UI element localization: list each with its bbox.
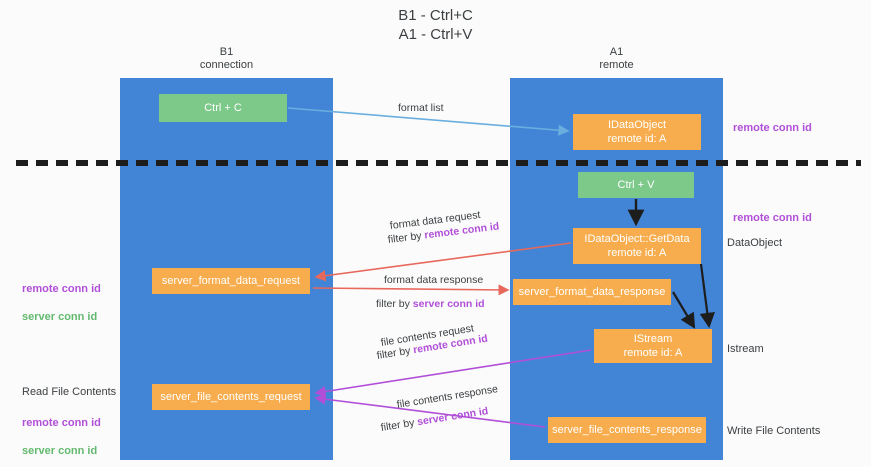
node-idataobject-getdata[interactable]: IDataObject::GetData remote id: A — [573, 228, 701, 264]
label-remote-conn-id-mid: remote conn id — [733, 212, 812, 224]
lane-header-a1: A1 remote — [599, 46, 634, 71]
node-istream[interactable]: IStream remote id: A — [594, 329, 712, 363]
label-istream: Istream — [727, 343, 764, 355]
filter-prefix: filter by — [376, 298, 413, 310]
node-server-file-contents-response[interactable]: server_file_contents_response — [548, 417, 706, 443]
node-server-format-data-request[interactable]: server_format_data_request — [152, 268, 310, 294]
filter-value: server conn id — [412, 298, 485, 310]
label-conn-ids-upper: remote conn id server conn id — [22, 268, 101, 338]
label-write-file-contents: Write File Contents — [727, 425, 821, 437]
filter-value: server conn id — [416, 405, 490, 429]
flow-caption-format-data-response: format data response — [384, 274, 484, 286]
phase-divider — [16, 160, 861, 166]
label-dataobject: DataObject — [727, 237, 783, 249]
node-server-format-data-response[interactable]: server_format_data_response — [513, 279, 671, 305]
flow-filter-format-data-response: filter by server conn id — [376, 297, 485, 312]
filter-prefix: filter by — [379, 416, 419, 434]
node-idataobject[interactable]: IDataObject remote id: A — [573, 114, 701, 150]
label-remote-conn-id-top: remote conn id — [733, 122, 812, 134]
label-remote-conn-id-upper: remote conn id — [22, 283, 101, 295]
label-server-conn-id-lower: server conn id — [22, 445, 98, 457]
node-server-file-contents-request[interactable]: server_file_contents_request — [152, 384, 310, 410]
flow-filter-file-contents-response: filter by server conn id — [380, 404, 490, 436]
node-ctrl-v[interactable]: Ctrl + V — [578, 172, 694, 198]
label-remote-conn-id-lower: remote conn id — [22, 417, 101, 429]
flow-caption-format-list: format list — [398, 102, 444, 114]
lane-header-b1: B1 connection — [199, 46, 254, 71]
label-read-file-contents: Read File Contents — [22, 386, 117, 398]
diagram-title: B1 - Ctrl+C A1 - Ctrl+V — [398, 7, 473, 43]
label-server-conn-id-upper: server conn id — [22, 311, 98, 323]
node-ctrl-c[interactable]: Ctrl + C — [159, 94, 287, 122]
label-conn-ids-lower: remote conn id server conn id — [22, 402, 101, 467]
filter-prefix: filter by — [387, 229, 426, 246]
